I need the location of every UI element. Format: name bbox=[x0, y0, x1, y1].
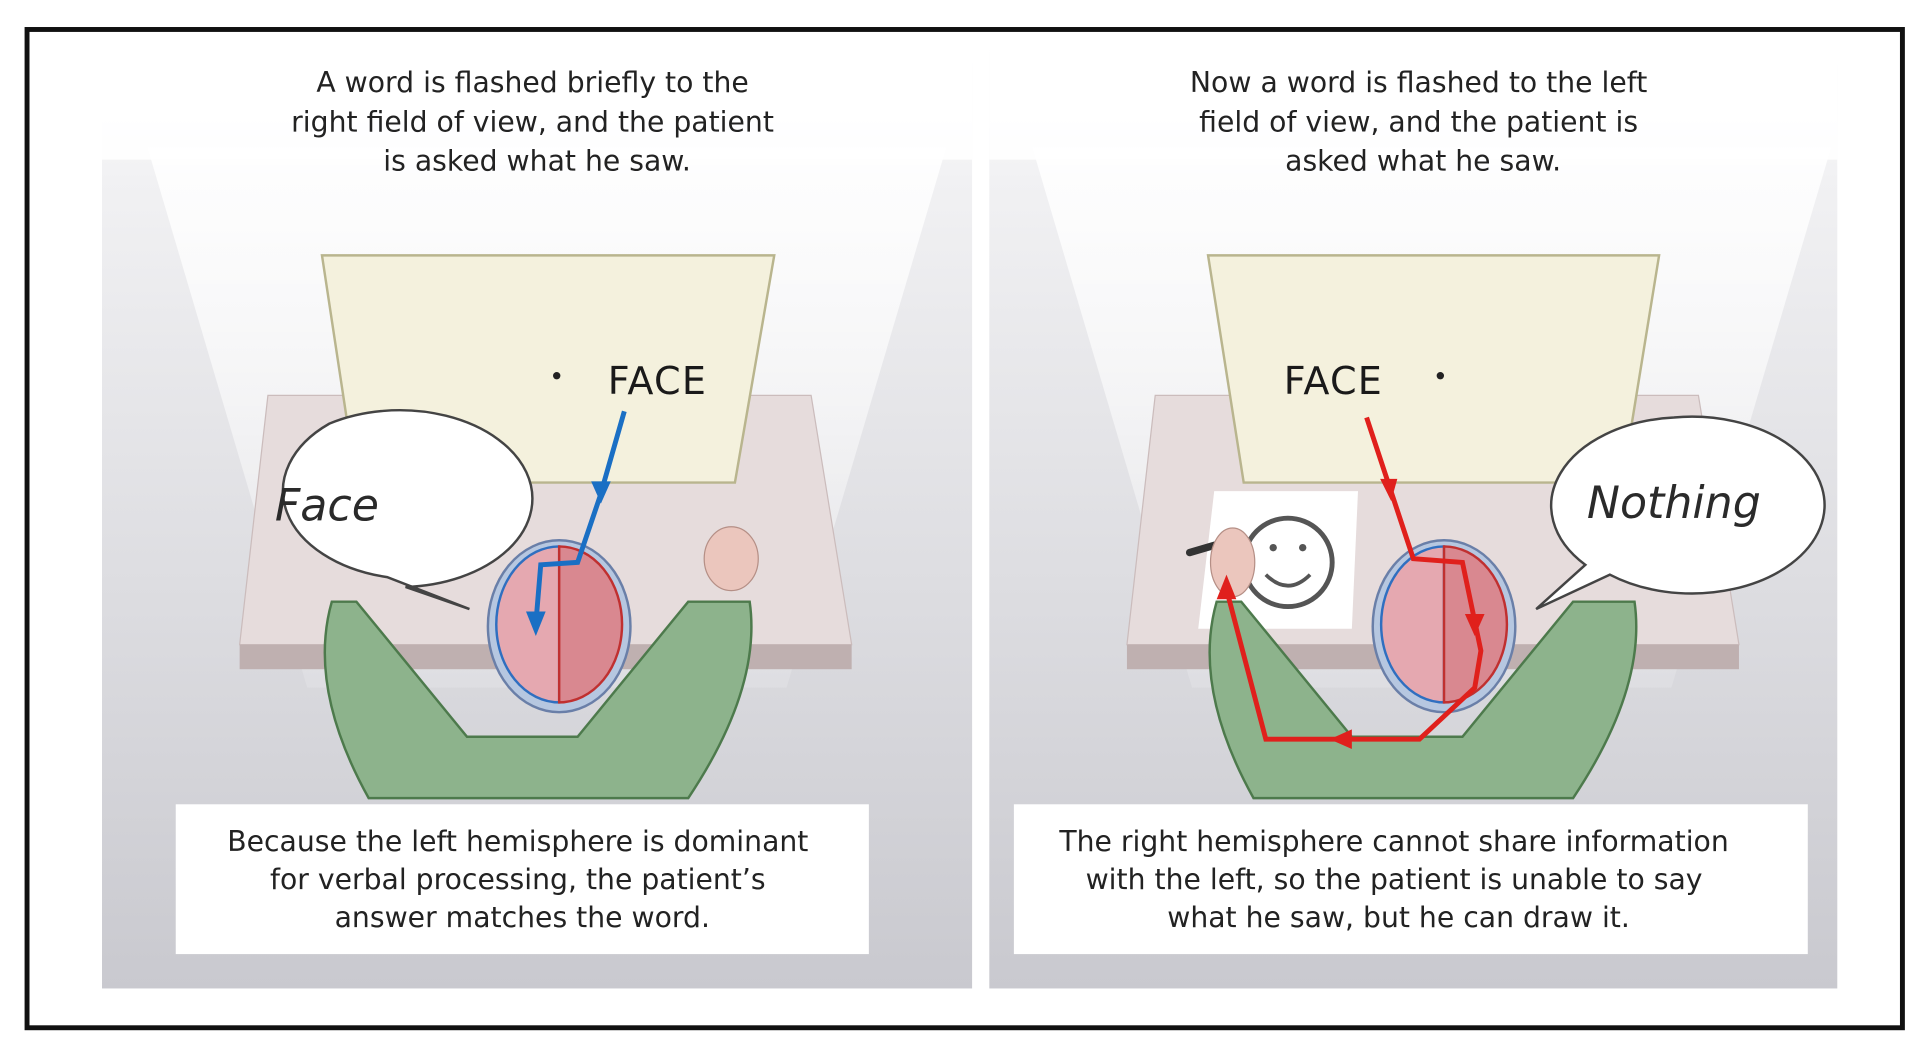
fixation-dot bbox=[1436, 372, 1445, 380]
right-panel: Now a word is flashed to the left field … bbox=[989, 36, 1838, 989]
caption-top: A word is flashed briefly to the right f… bbox=[291, 66, 783, 178]
screen-word: FACE bbox=[608, 359, 707, 403]
fixation-dot bbox=[553, 372, 561, 380]
patient-hand bbox=[703, 526, 759, 592]
caption-top: Now a word is flashed to the left field … bbox=[1190, 66, 1656, 178]
caption-box bbox=[1013, 804, 1808, 955]
speech-text: Face bbox=[275, 481, 379, 532]
signal-arrow bbox=[1224, 416, 1484, 742]
speech-bubble bbox=[281, 408, 534, 611]
caption-bottom: The right hemisphere cannot share inform… bbox=[1058, 825, 1737, 934]
caption-bottom: Because the left hemisphere is dominant … bbox=[227, 825, 817, 934]
speech-text: Nothing bbox=[1587, 478, 1761, 529]
left-panel: A word is flashed briefly to the right f… bbox=[102, 36, 973, 989]
patient-body bbox=[1208, 600, 1638, 800]
patient-body bbox=[323, 600, 753, 800]
patient-hand bbox=[1209, 527, 1256, 598]
screen-word: FACE bbox=[1284, 359, 1383, 403]
signal-arrow bbox=[533, 410, 627, 624]
caption-box bbox=[175, 804, 869, 955]
speech-bubble bbox=[1535, 415, 1826, 611]
